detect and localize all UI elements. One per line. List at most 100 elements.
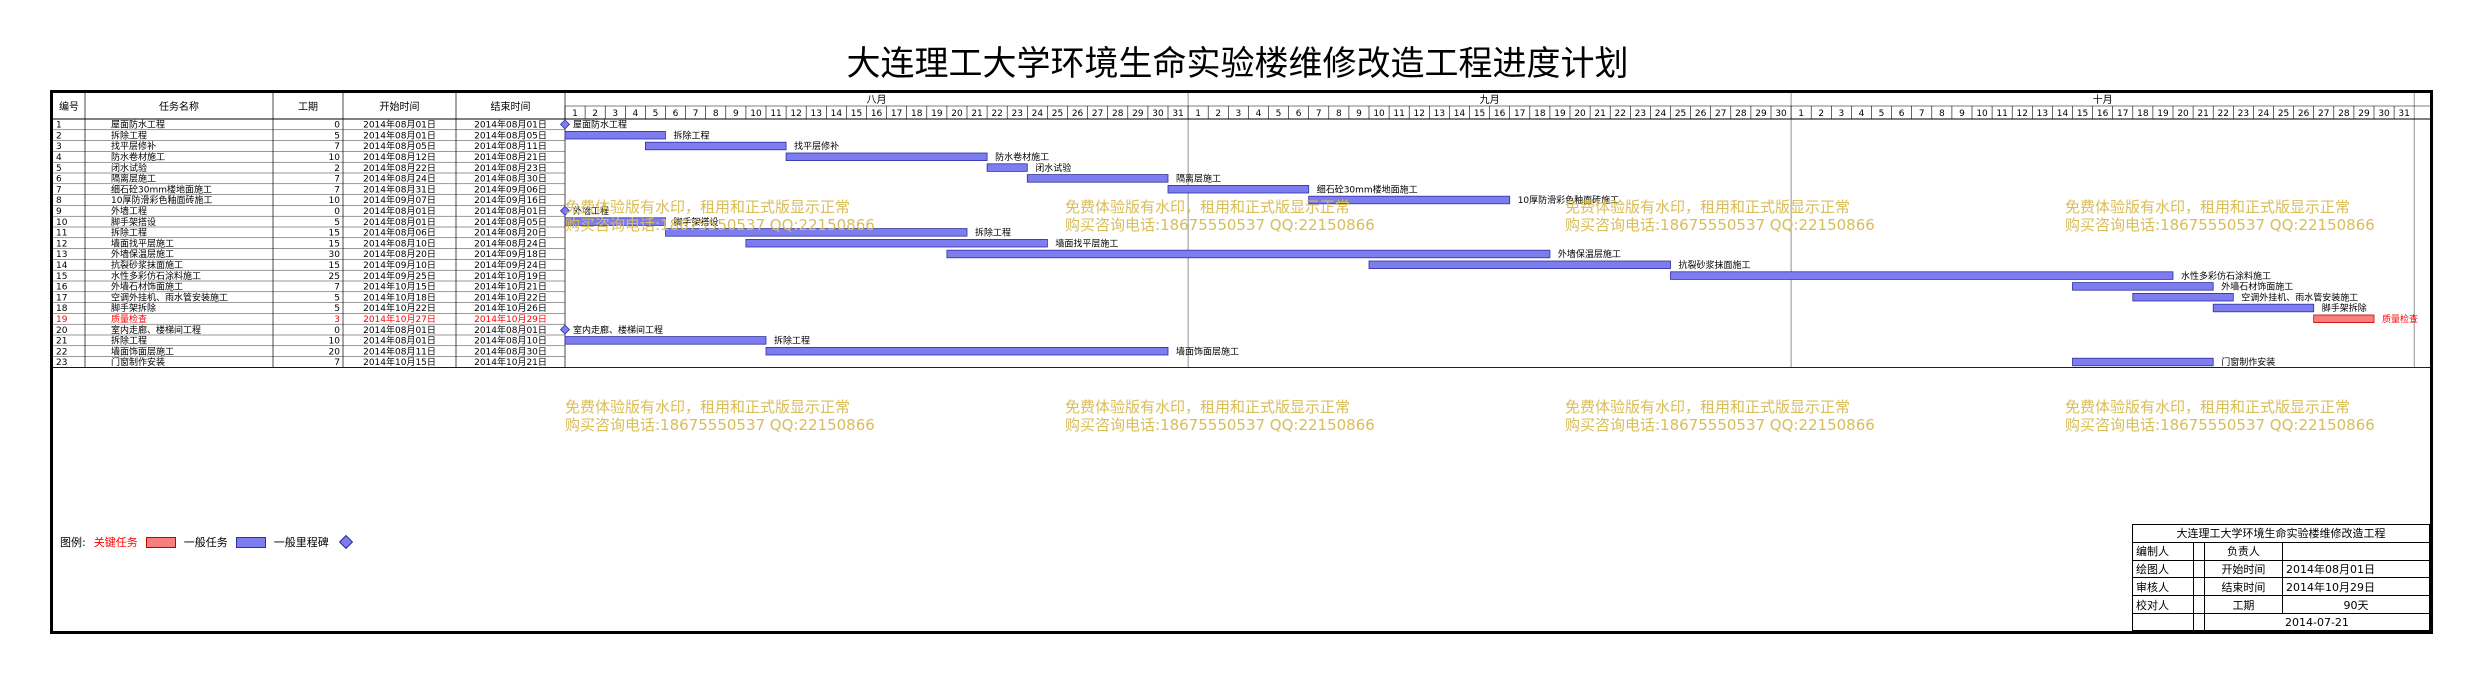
day-tick-label: 12: [1414, 109, 1425, 119]
day-tick-label: 13: [1434, 109, 1445, 119]
column-header: 任务名称: [159, 100, 199, 113]
task-id: 19: [56, 315, 68, 325]
bar-label: 隔离层施工: [1176, 173, 1221, 185]
task-name: 水性多彩仿石涂料施工: [111, 270, 201, 282]
task-duration: 2: [334, 164, 340, 174]
day-tick-label: 19: [2157, 109, 2169, 119]
task-bar: [745, 238, 1048, 248]
task-start: 2014年08月01日: [363, 205, 436, 217]
task-name: 外墙石材饰面施工: [111, 281, 183, 293]
task-end: 2014年08月20日: [474, 227, 547, 239]
day-tick-label: 14: [831, 109, 843, 119]
task-name: 拆除工程: [111, 129, 147, 141]
task-end: 2014年10月21日: [474, 281, 547, 293]
bar-label: 拆除工程: [674, 129, 710, 141]
task-id: 23: [56, 358, 67, 368]
chart-frame: [50, 90, 2433, 634]
watermark-line: 购买咨询电话:18675550537 QQ:22150866: [1065, 416, 1375, 434]
bar-label: 闭水试验: [1035, 162, 1071, 174]
day-tick-label: 14: [2057, 109, 2069, 119]
day-tick-label: 6: [673, 109, 679, 119]
task-id: 2: [56, 131, 62, 141]
page-title: 大连理工大学环境生命实验楼维修改造工程进度计划: [846, 44, 1629, 84]
legend-normal-label: 一般任务: [183, 536, 228, 549]
day-tick-label: 24: [1655, 109, 1667, 119]
task-name: 外墙保温层施工: [111, 248, 174, 260]
task-id: 4: [56, 153, 62, 163]
task-id: 18: [56, 304, 68, 314]
task-start: 2014年08月05日: [363, 140, 436, 152]
day-tick-label: 27: [2318, 109, 2329, 119]
task-start: 2014年10月27日: [363, 313, 436, 325]
day-tick-label: 4: [1256, 109, 1262, 119]
bar-label: 脚手架拆除: [2322, 302, 2367, 314]
critical-task-bar: [2313, 314, 2375, 323]
task-id: 16: [56, 283, 68, 293]
task-bar: [1308, 195, 1511, 205]
task-name: 拆除工程: [111, 335, 147, 347]
column-header: 结束时间: [491, 100, 531, 113]
day-tick-label: 24: [1032, 109, 1044, 119]
day-tick-label: 22: [2218, 109, 2229, 119]
task-duration: 0: [334, 121, 340, 131]
task-start: 2014年08月12日: [363, 151, 436, 163]
task-start: 2014年09月10日: [363, 259, 436, 271]
task-name: 墙面饰面层施工: [111, 345, 174, 357]
watermark-line: 购买咨询电话:18675550537 QQ:22150866: [1565, 416, 1875, 434]
task-duration: 20: [329, 347, 341, 357]
day-tick-label: 28: [1735, 109, 1747, 119]
day-tick-label: 15: [1474, 109, 1485, 119]
day-tick-label: 25: [1052, 109, 1063, 119]
day-tick-label: 5: [1276, 109, 1282, 119]
day-tick-label: 7: [1919, 109, 1925, 119]
task-duration: 7: [334, 283, 340, 293]
legend: 图例: 关键任务 一般任务 一般里程碑: [60, 534, 359, 550]
task-start: 2014年08月31日: [363, 183, 436, 195]
task-duration: 7: [334, 358, 340, 368]
day-tick-label: 23: [2238, 109, 2249, 119]
day-tick-label: 27: [1092, 109, 1103, 119]
day-tick-label: 8: [713, 109, 719, 119]
day-tick-label: 18: [2137, 109, 2149, 119]
title-block: 大连理工大学环境生命实验楼维修改造工程 编制人 负责人 绘图人 开始时间 201…: [2131, 524, 2431, 631]
day-tick-label: 31: [1172, 109, 1183, 119]
bar-label: 细石砼30mm楼地面施工: [1317, 183, 1418, 195]
task-name: 闭水试验: [111, 162, 147, 174]
day-tick-label: 22: [991, 109, 1002, 119]
day-tick-label: 10: [1373, 109, 1385, 119]
task-name: 拆除工程: [111, 227, 147, 239]
watermark-line: 免费体验版有水印，租用和正式版显示正常: [565, 198, 851, 216]
task-bar: [986, 163, 1028, 172]
day-tick-label: 2: [1215, 109, 1221, 119]
task-end: 2014年09月24日: [474, 259, 547, 271]
task-duration: 15: [329, 261, 340, 271]
legend-critical-swatch: [145, 536, 176, 548]
tb-drawer-label: 绘图人: [2131, 559, 2195, 579]
day-tick-label: 30: [2378, 109, 2390, 119]
tb-reviewer-label: 审核人: [2131, 577, 2195, 597]
day-tick-label: 27: [1715, 109, 1726, 119]
day-tick-label: 9: [733, 109, 739, 119]
task-end: 2014年09月16日: [474, 194, 547, 206]
task-id: 10: [56, 218, 68, 228]
legend-milestone-icon: [338, 534, 353, 550]
watermark-line: 免费体验版有水印，租用和正式版显示正常: [2065, 398, 2351, 416]
task-duration: 3: [334, 315, 340, 325]
day-tick-label: 24: [2258, 109, 2270, 119]
watermark: 免费体验版有水印，租用和正式版显示正常购买咨询电话:18675550537 QQ…: [2065, 398, 2375, 434]
day-tick-label: 26: [1072, 109, 1084, 119]
day-tick-label: 17: [2117, 109, 2128, 119]
task-id: 7: [56, 185, 62, 195]
task-end: 2014年08月01日: [474, 119, 547, 131]
task-end: 2014年10月21日: [474, 356, 547, 368]
task-bar: [2132, 292, 2234, 302]
task-duration: 0: [334, 207, 340, 217]
bar-label: 空调外挂机、雨水管安装施工: [2241, 291, 2358, 303]
day-tick-label: 6: [1899, 109, 1905, 119]
task-end: 2014年08月23日: [474, 162, 547, 174]
bar-label: 10厚防滑彩色釉面砖施工: [1518, 194, 1619, 206]
task-name: 屋面防水工程: [111, 119, 165, 131]
day-tick-label: 1: [1798, 109, 1804, 119]
day-tick-label: 4: [1859, 109, 1865, 119]
tb-date: 2014-07-21: [2203, 613, 2431, 631]
